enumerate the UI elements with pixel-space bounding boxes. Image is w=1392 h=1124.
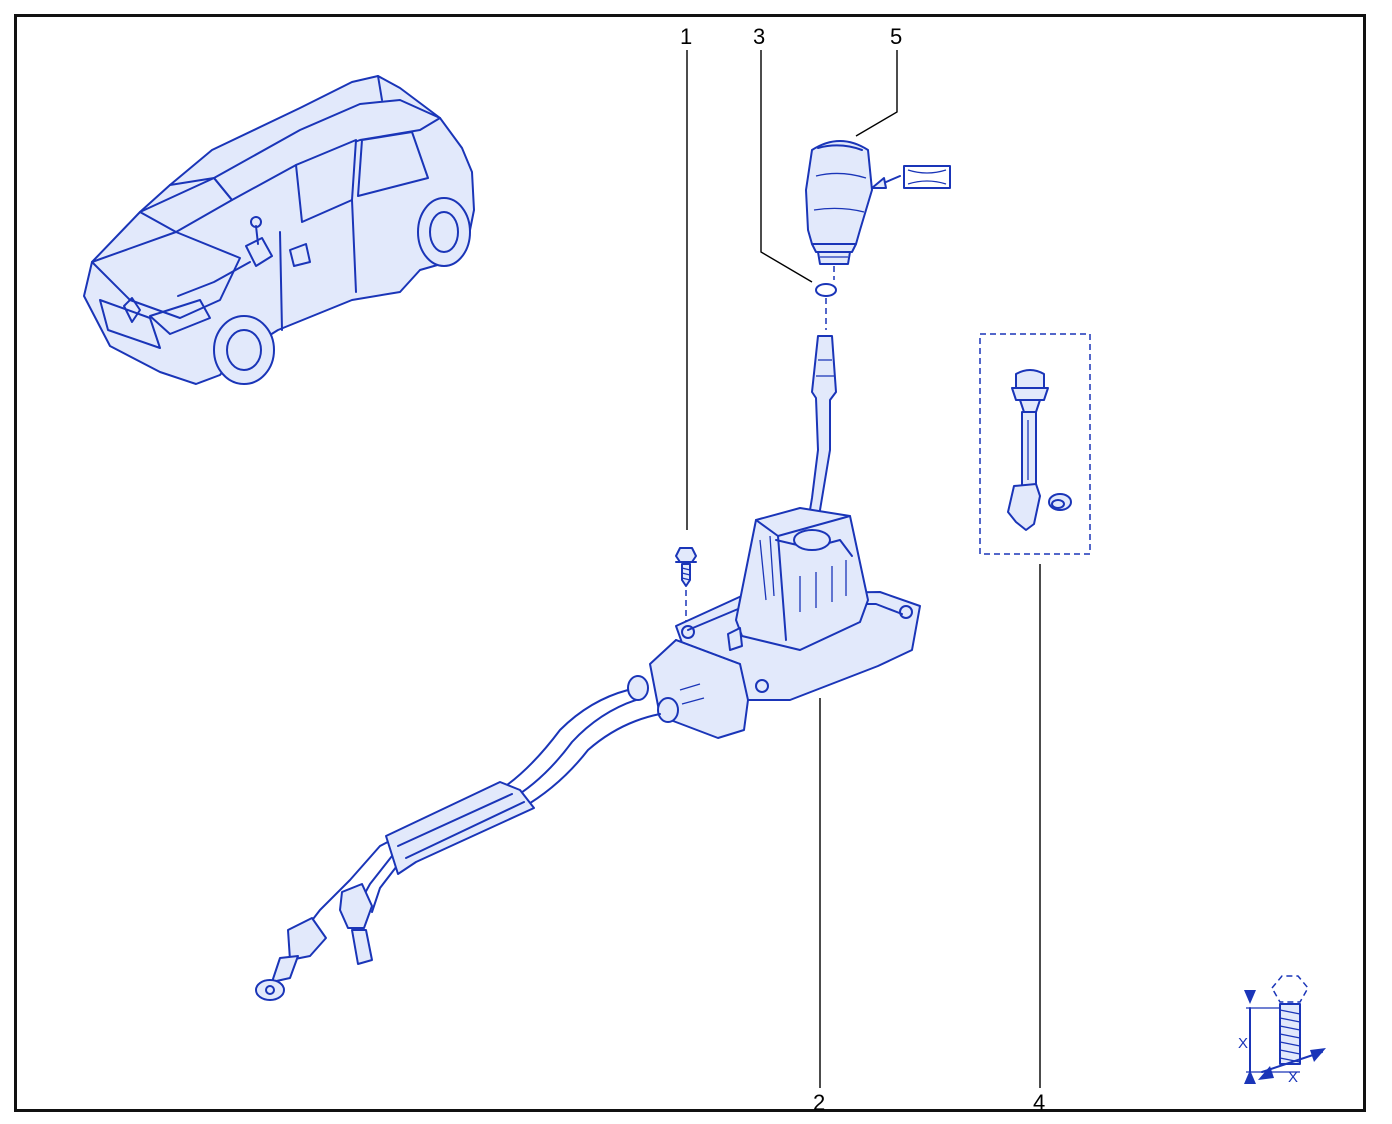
repair-kit-icon xyxy=(979,333,1091,555)
callout-1: 1 xyxy=(680,24,692,530)
vehicle-locator-icon xyxy=(83,75,475,385)
bolt-dim-label-vertical: X xyxy=(1238,1035,1248,1052)
bolt-dim-label-diagonal: X xyxy=(1288,1069,1298,1086)
callout-5: 5 xyxy=(855,24,902,137)
callout-label-3: 3 xyxy=(753,24,765,49)
callout-3: 3 xyxy=(753,24,813,283)
callout-label-2: 2 xyxy=(813,1090,825,1115)
callout-2: 2 xyxy=(813,698,825,1115)
screw-icon xyxy=(675,547,697,628)
gear-knob-icon xyxy=(805,140,873,280)
callout-label-1: 1 xyxy=(680,24,692,49)
callout-4: 4 xyxy=(1033,564,1045,1115)
bolt-length-icon: X X xyxy=(1238,975,1326,1086)
diagram-frame xyxy=(14,14,1366,1112)
gear-lever-assembly-icon xyxy=(255,335,921,1001)
note-reference-icon xyxy=(871,165,951,189)
callout-label-4: 4 xyxy=(1033,1090,1045,1115)
o-ring-icon xyxy=(815,283,837,330)
callout-label-5: 5 xyxy=(890,24,902,49)
